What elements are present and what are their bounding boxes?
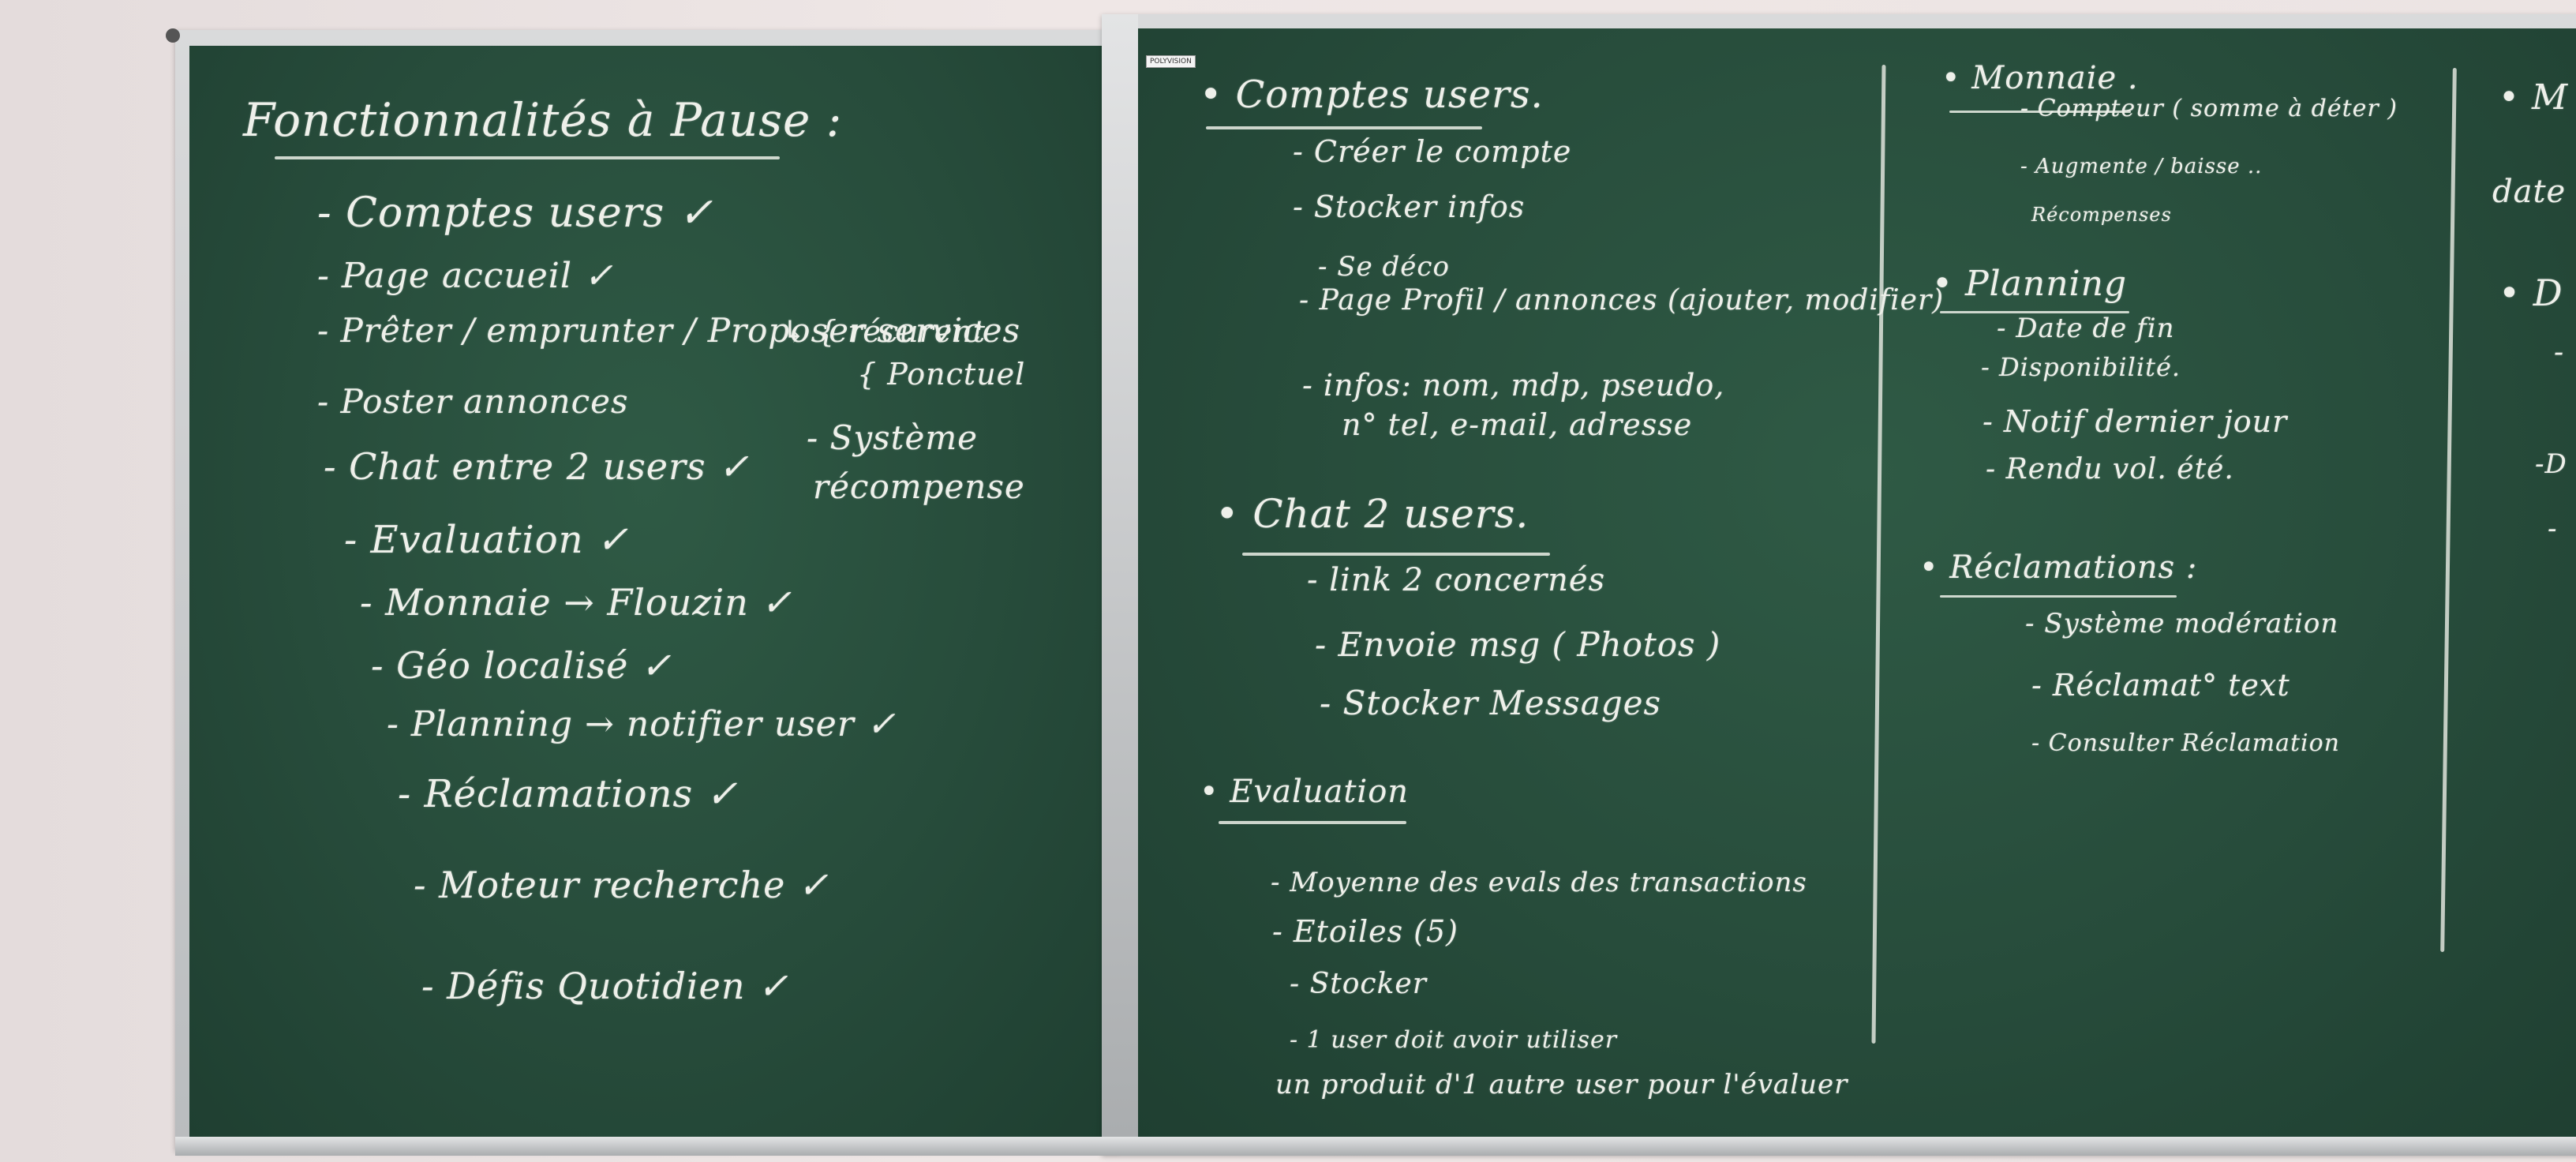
brand-sticker: POLYVISION bbox=[1146, 55, 1196, 68]
middle-chat-underline bbox=[1242, 553, 1550, 556]
left-systeme: - Système bbox=[807, 418, 979, 457]
right-planning-underline bbox=[1940, 311, 2129, 313]
center-divider-rail bbox=[1102, 14, 1138, 1155]
middle-eval-item-user: - 1 user doit avoir utiliser bbox=[1290, 1026, 1618, 1054]
left-item-planning: - Planning → notifier user ✓ bbox=[387, 704, 897, 744]
middle-eval-item-stocker: - Stocker bbox=[1290, 968, 1427, 1000]
middle-chat-item-stocker: - Stocker Messages bbox=[1320, 684, 1662, 722]
right-reclamations-item-moderation: - Système modération bbox=[2025, 608, 2339, 639]
left-item-defis: - Défis Quotidien ✓ bbox=[421, 965, 789, 1007]
middle-comptes-underline bbox=[1206, 126, 1482, 129]
bottom-chalk-tray bbox=[175, 1137, 2576, 1156]
edge-fragment-dash-d: -D bbox=[2535, 448, 2567, 480]
left-item-chat: - Chat entre 2 users ✓ bbox=[324, 445, 750, 488]
left-services-ponctuel: { Ponctuel bbox=[857, 357, 1026, 392]
right-planning-item-rendu: - Rendu vol. été. bbox=[1986, 453, 2234, 485]
right-monnaie-underline bbox=[1949, 111, 2131, 113]
left-item-monnaie: - Monnaie → Flouzin ✓ bbox=[360, 581, 793, 624]
right-planning-item-notif: - Notif dernier jour bbox=[1983, 404, 2288, 439]
middle-comptes-item-infos: - infos: nom, mdp, pseudo, bbox=[1302, 368, 1725, 403]
middle-chat-item-link: - link 2 concernés bbox=[1307, 562, 1606, 598]
middle-eval-item-produit: un produit d'1 autre user pour l'évaluer bbox=[1275, 1069, 1848, 1100]
middle-board bbox=[1136, 28, 2576, 1140]
right-monnaie-title: • Monnaie . bbox=[1941, 60, 2139, 96]
left-item-poster: - Poster annonces bbox=[317, 382, 629, 421]
middle-chat-title: • Chat 2 users. bbox=[1215, 491, 1530, 537]
left-services-recurent: ↳ { récurent bbox=[781, 314, 986, 349]
right-reclamations-underline bbox=[1940, 595, 2177, 598]
middle-comptes-item-stocker: - Stocker infos bbox=[1293, 189, 1526, 224]
middle-comptes-title: • Comptes users. bbox=[1200, 73, 1544, 117]
left-item-moteur: - Moteur recherche ✓ bbox=[414, 864, 829, 906]
middle-eval-title: • Evaluation bbox=[1200, 774, 1410, 810]
edge-fragment-dash-2: - bbox=[2548, 513, 2558, 545]
middle-eval-underline bbox=[1219, 821, 1406, 824]
right-monnaie-item-recompenses: Récompenses bbox=[2031, 204, 2172, 226]
right-planning-item-dispo: - Disponibilité. bbox=[1981, 352, 2181, 382]
middle-comptes-item-profil: - Page Profil / annonces (ajouter, modif… bbox=[1299, 284, 1945, 317]
right-monnaie-item-augmente: - Augmente / baisse .. bbox=[2020, 155, 2263, 178]
edge-fragment-date: date bbox=[2492, 174, 2567, 210]
middle-eval-item-moyenne: - Moyenne des evals des transactions bbox=[1271, 867, 1807, 898]
left-item-evaluation: - Evaluation ✓ bbox=[344, 518, 630, 562]
edge-fragment-m: • M bbox=[2499, 77, 2568, 118]
middle-comptes-item-contact: n° tel, e-mail, adresse bbox=[1342, 407, 1693, 442]
edge-fragment-dash-1: - bbox=[2554, 336, 2565, 369]
right-reclamations-title: • Réclamations : bbox=[1919, 549, 2198, 586]
middle-eval-item-etoiles: - Etoiles (5) bbox=[1272, 914, 1459, 949]
left-board-title: Fonctionnalités à Pause : bbox=[243, 93, 843, 147]
right-planning-title: • Planning bbox=[1932, 264, 2128, 304]
left-board-screw bbox=[166, 28, 180, 43]
right-monnaie-item-compteur: - Compteur ( somme à déter ) bbox=[2020, 95, 2398, 122]
right-reclamations-item-consulter: - Consulter Réclamation bbox=[2031, 729, 2340, 757]
right-planning-item-date: - Date de fin bbox=[1997, 313, 2175, 344]
left-item-reclamations: - Réclamations ✓ bbox=[398, 772, 739, 816]
left-item-preter: - Prêter / emprunter / Proposer services bbox=[317, 311, 1021, 350]
middle-comptes-item-deco: - Se déco bbox=[1318, 251, 1450, 283]
left-item-comptes: - Comptes users ✓ bbox=[317, 189, 714, 237]
right-reclamations-item-text: - Réclamat° text bbox=[2031, 668, 2290, 703]
left-title-underline bbox=[275, 156, 780, 159]
middle-chat-item-envoie: - Envoie msg ( Photos ) bbox=[1315, 625, 1721, 664]
edge-fragment-d: • D bbox=[2499, 272, 2563, 314]
left-board bbox=[189, 46, 1105, 1137]
left-recompense: récompense bbox=[813, 467, 1025, 506]
middle-comptes-item-creer: - Créer le compte bbox=[1293, 134, 1572, 169]
left-item-geo: - Géo localisé ✓ bbox=[371, 644, 672, 687]
left-item-accueil: - Page accueil ✓ bbox=[317, 256, 614, 296]
